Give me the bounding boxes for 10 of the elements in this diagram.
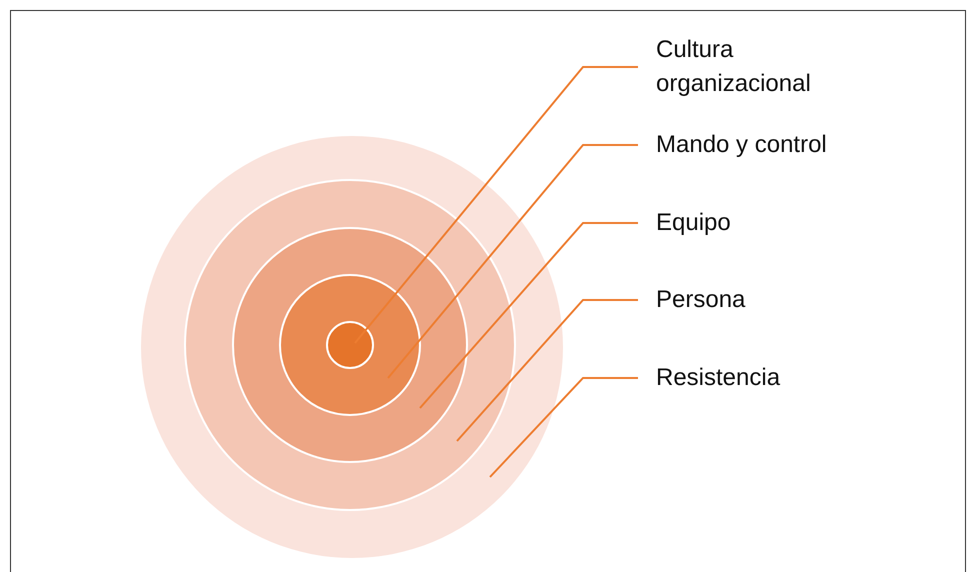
ring-label: Resistencia: [656, 363, 782, 393]
leader-line: [387, 144, 638, 379]
leader-line: [419, 222, 638, 409]
ring-label: Cultura organizacional: [656, 35, 812, 99]
leader-line: [489, 377, 638, 478]
ring-label: Equipo: [656, 208, 732, 238]
ring-label: Persona: [656, 285, 746, 315]
ring-label: Mando y control: [656, 130, 828, 160]
leader-line: [456, 299, 638, 442]
leader-line: [354, 66, 638, 344]
